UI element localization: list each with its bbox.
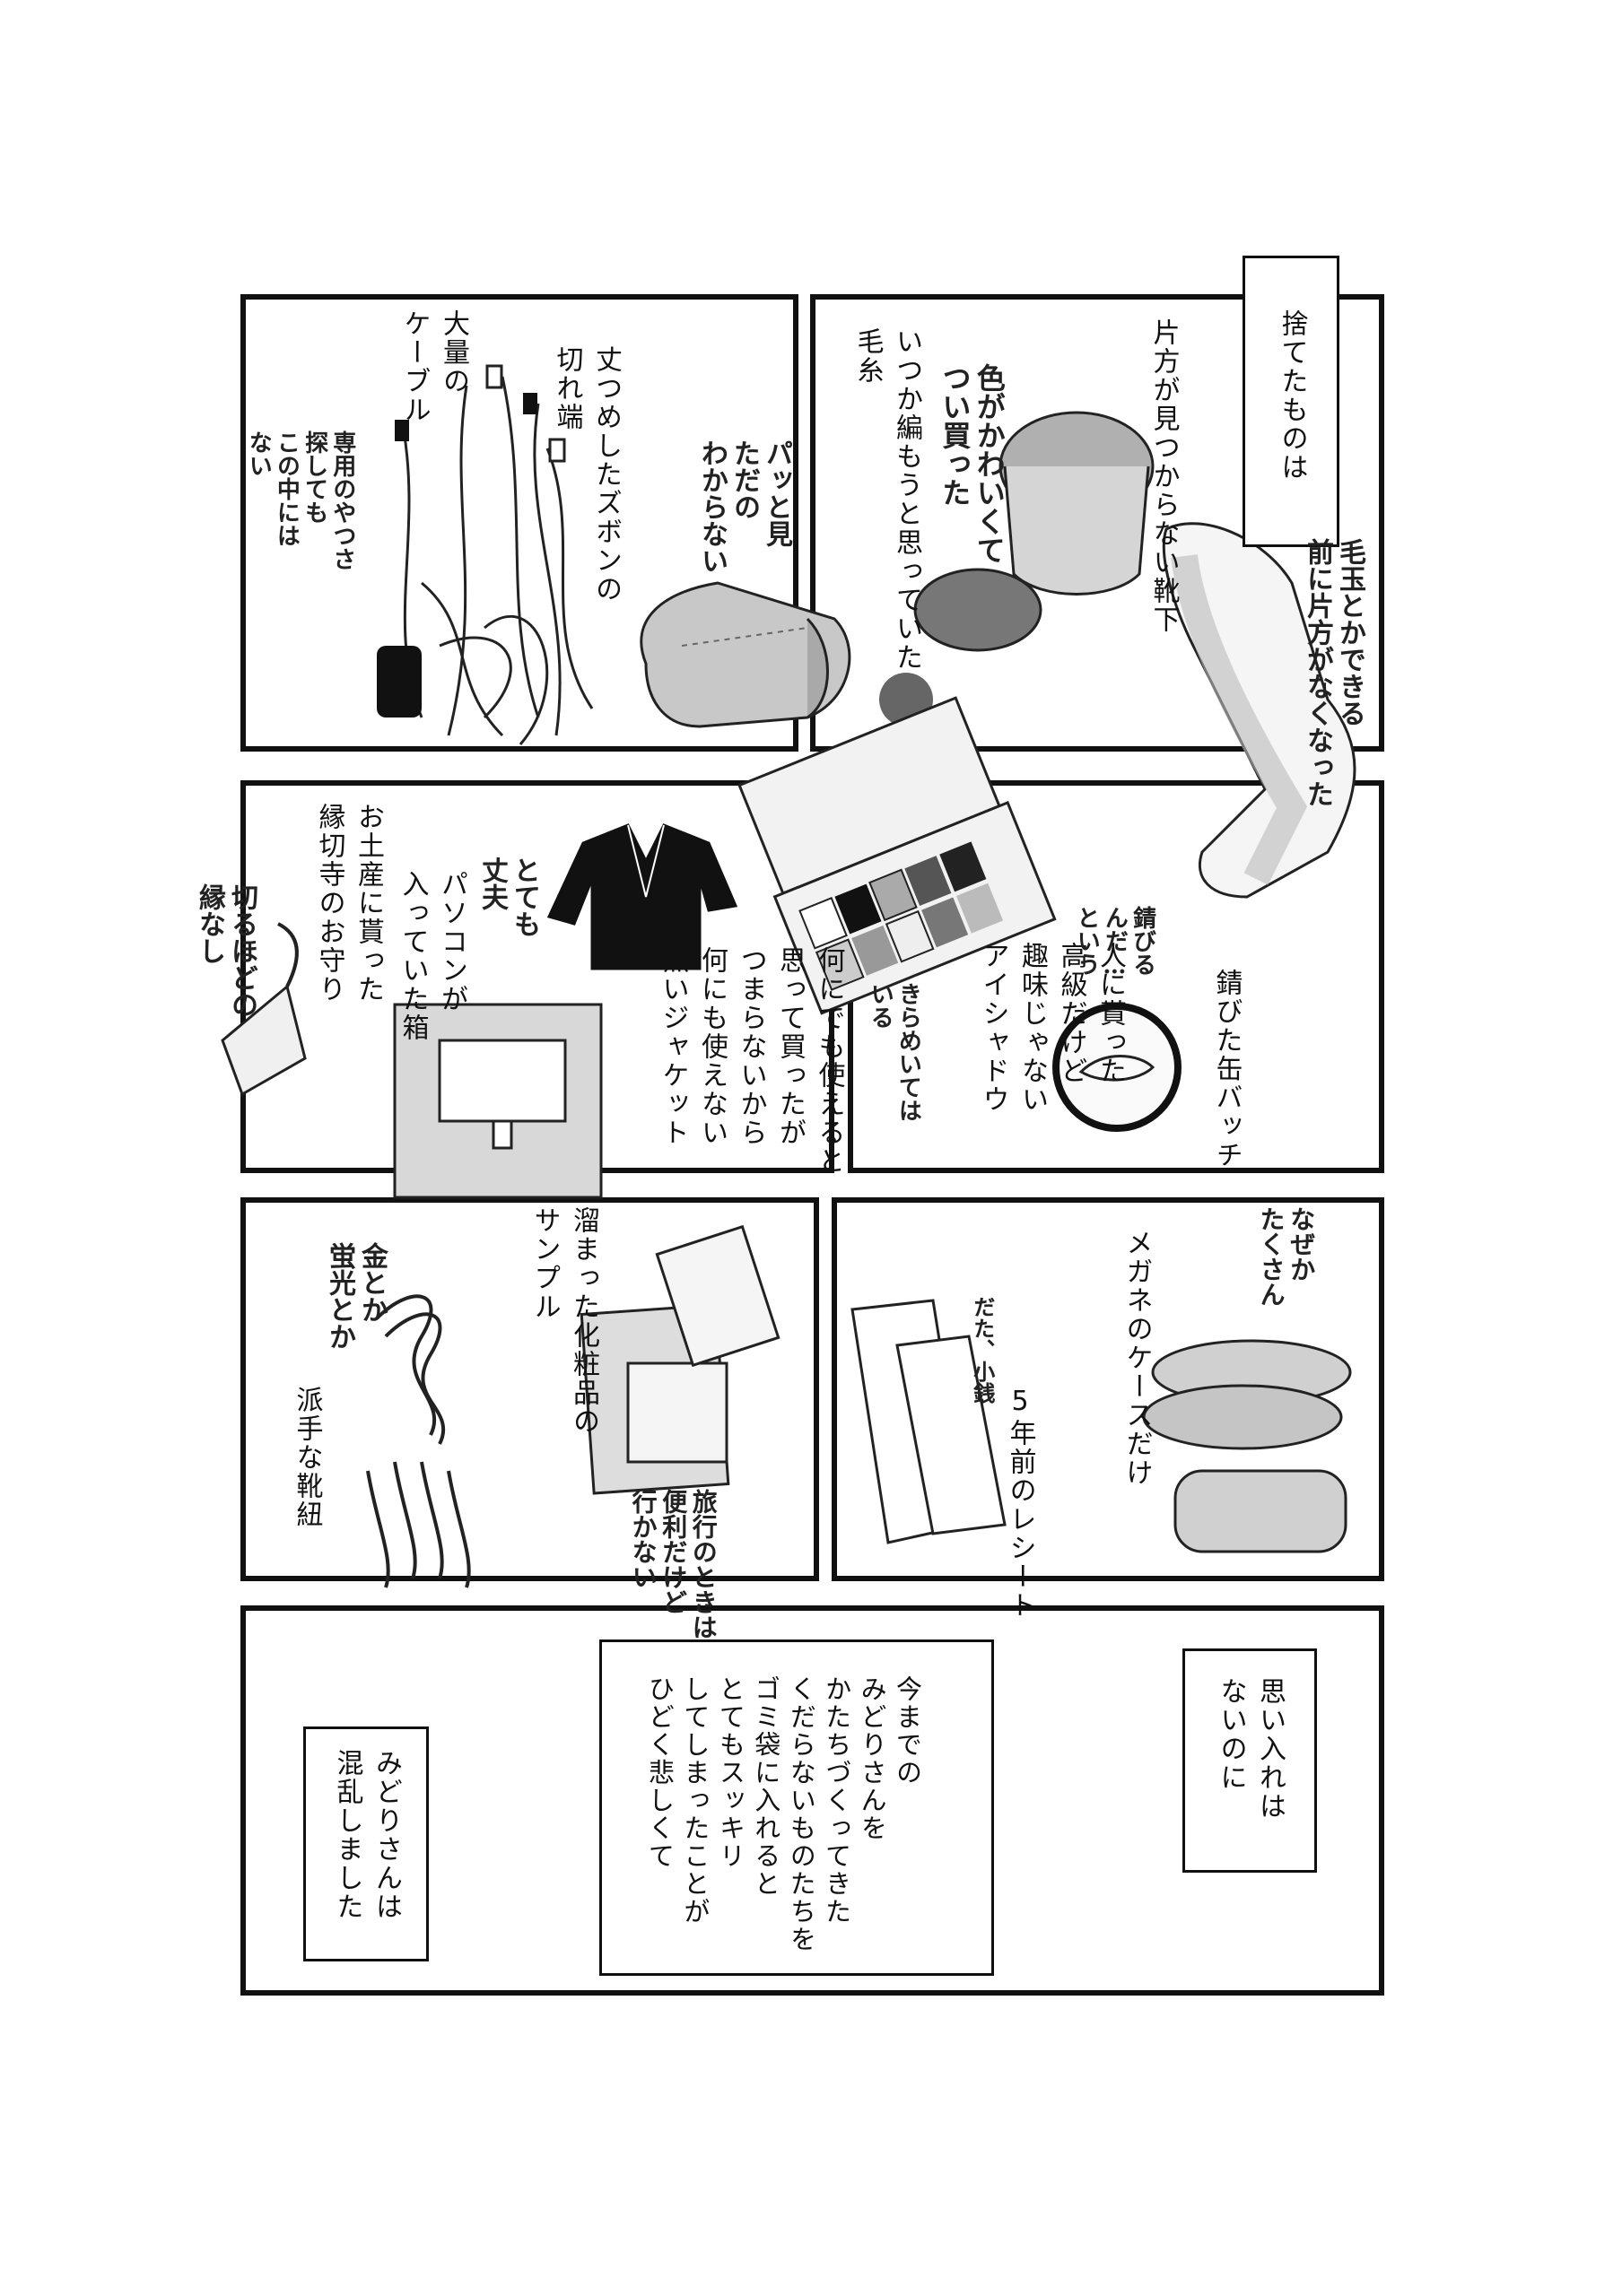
confused-caption-box <box>303 1726 429 1961</box>
socks-label: 片方が見つからない靴下 <box>1147 318 1180 634</box>
yarn-note: 色がかわいくて つい買った <box>937 363 1007 564</box>
cables-label: 大量の ケーブル <box>398 309 470 424</box>
pants-fragment-shape <box>640 581 851 728</box>
samples-note: 旅行のときは 便利だけど 行かない <box>628 1489 719 1639</box>
shoelaces-note: 金とか 蛍光とか <box>324 1242 388 1350</box>
pants-label: 丈つめしたズボンの 切れ端 <box>551 345 623 604</box>
cables-illustration <box>402 376 594 745</box>
eyeshadow-label: 人に貰った 高級だけど 趣味じゃない アイシャドウ <box>977 942 1127 1114</box>
badge-shape <box>1052 1003 1182 1132</box>
omamori-label: お土産に貰った 縁切寺のお守り <box>313 803 385 1004</box>
sad-caption: 今までの みどりさんを かたちづくってきた くだらないものたちを ゴミ袋に入れる… <box>644 1675 923 1953</box>
adapter-shape <box>377 646 422 718</box>
receipts-note: だた、小銭 <box>969 1296 996 1404</box>
intro-caption: 捨てたものは <box>1276 309 1308 482</box>
glasses-label: メガネのケースだけ <box>1121 1229 1153 1487</box>
eyeshadow-palette-shape <box>737 696 1057 1015</box>
confused-caption: みどりさんは 混乱しました <box>331 1749 403 1921</box>
cables-note: 専用のやつさ 探しても この中には ない <box>245 430 356 570</box>
no-attachment-caption-box <box>1182 1648 1317 1873</box>
glasses-note: なぜか たくさん <box>1256 1206 1317 1307</box>
badge-label: 錆びた缶バッチ <box>1210 969 1243 1170</box>
intro-caption-box <box>1243 256 1339 547</box>
no-attachment-caption: 思い入れは ないのに <box>1215 1677 1286 1821</box>
jacket-note: とても 丈夫 <box>476 857 540 937</box>
omamori-shape <box>221 984 307 1097</box>
badge-note: 錆びる んだ… という <box>1073 906 1156 979</box>
jacket-shape <box>546 823 738 970</box>
socks-note: 毛玉とかできる 前に片方がなくなった <box>1302 538 1365 807</box>
jacket-label: 何にでも使えると 思って買ったが つまらないから 何にも使えない 黒いジャケット <box>657 946 845 1176</box>
eyeshadow-note: きらめいては いる <box>867 982 922 1122</box>
receipts-label: 5年前のレシート <box>1004 1386 1036 1620</box>
sad-caption-box <box>599 1639 994 1976</box>
pants-note: パッと見 ただの わからない <box>696 439 792 574</box>
shoelaces-label: 派手な靴紐 <box>291 1386 323 1529</box>
pc-box-label: パソコンが 入っていた箱 <box>397 870 468 1042</box>
samples-label: 溜まった化粧品の サンプル <box>528 1206 600 1436</box>
yarn-label: いつか編もうと思っていた 毛糸 <box>851 327 923 672</box>
omamori-note: 切るほどの 縁なし <box>194 883 257 1018</box>
shoelaces-shape <box>366 1294 471 1588</box>
